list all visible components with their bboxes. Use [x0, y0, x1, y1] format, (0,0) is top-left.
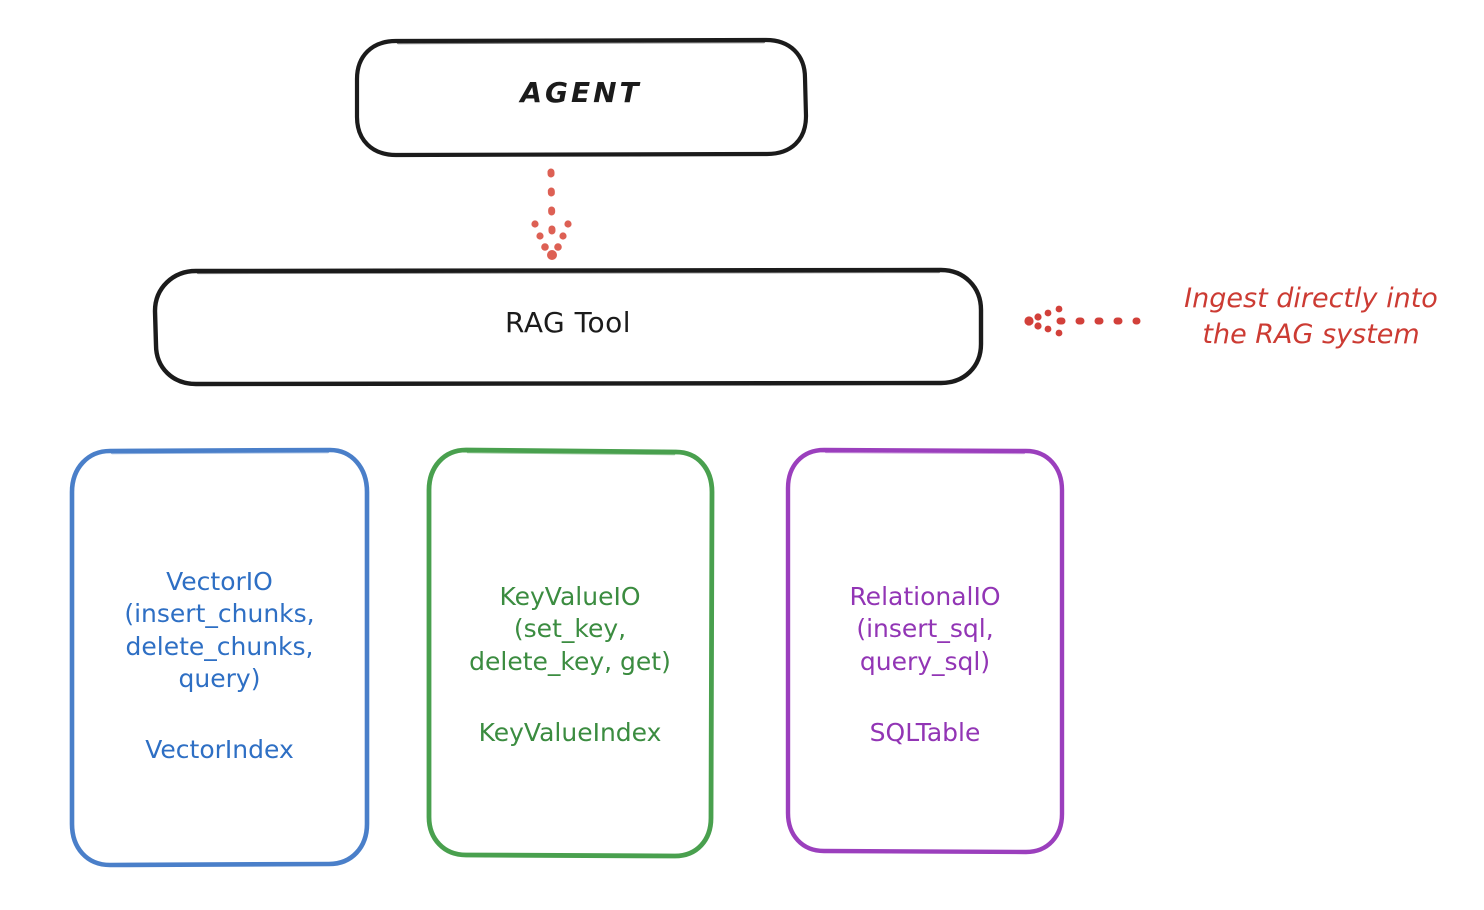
key-value-io-index-label: KeyValueIndex: [478, 717, 662, 747]
agent-node-label: AGENT: [520, 76, 642, 109]
rag-tool-node-label: RAG Tool: [505, 306, 631, 339]
relational-io-node-shape[interactable]: [785, 447, 1065, 855]
agent-to-rag-arrow: [531, 168, 572, 260]
vector-io-index-label: VectorIndex: [145, 735, 294, 765]
key-value-io-node-text: KeyValueIO (set_key, delete_key, get) Ke…: [420, 548, 720, 782]
relational-io-api-label: RelationalIO (insert_sql, query_sql): [849, 581, 1001, 676]
agent-node-shape[interactable]: [354, 37, 809, 158]
key-value-io-node-shape[interactable]: [426, 447, 715, 859]
vector-io-node-text: VectorIO (insert_chunks, delete_chunks, …: [72, 533, 367, 799]
relational-io-node-text: RelationalIO (insert_sql, query_sql) SQL…: [788, 548, 1062, 782]
key-value-io-api-label: KeyValueIO (set_key, delete_key, get): [469, 581, 671, 676]
vector-io-node-shape[interactable]: [69, 447, 370, 868]
relational-io-index-label: SQLTable: [869, 717, 981, 747]
ingest-arrow: [1024, 305, 1141, 337]
rag-tool-node-shape[interactable]: [152, 267, 984, 387]
vector-io-api-label: VectorIO (insert_chunks, delete_chunks, …: [124, 566, 315, 694]
ingest-annotation-label: Ingest directly into the RAG system: [1184, 283, 1438, 350]
